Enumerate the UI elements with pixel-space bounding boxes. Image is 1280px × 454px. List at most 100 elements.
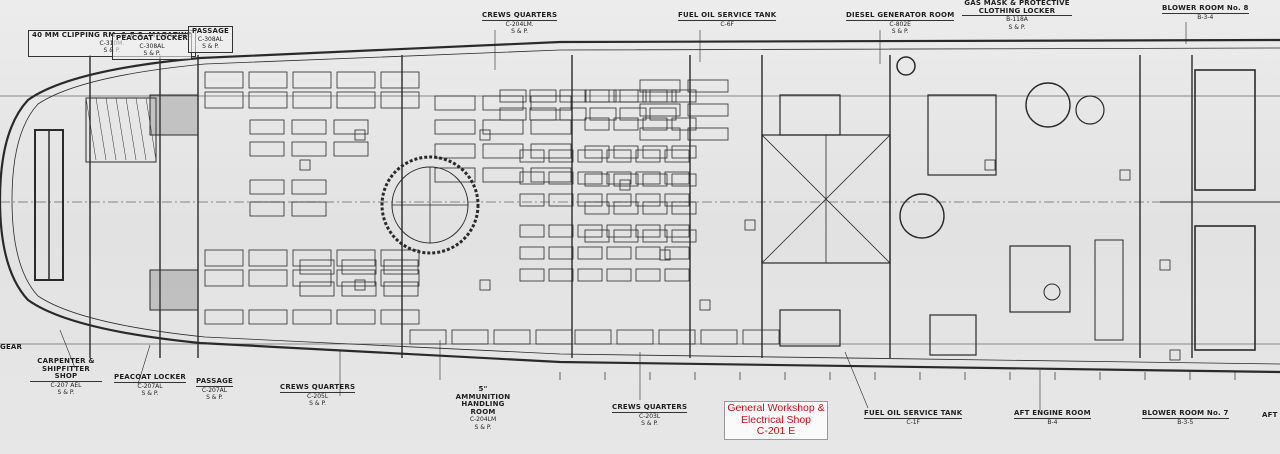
fixture: [479, 129, 491, 141]
berth: [613, 173, 639, 187]
locker-block-top: [149, 94, 199, 136]
label-code: C-203L: [639, 412, 661, 420]
leader-line: [137, 344, 151, 385]
berth: [584, 229, 610, 243]
berth: [642, 117, 668, 131]
berth: [606, 268, 632, 282]
label-crews-quarters-mid: CREWS QUARTERS C-205L S & P.: [280, 383, 356, 408]
berth: [642, 89, 668, 103]
label-sub: S & P.: [1008, 23, 1026, 31]
berth: [616, 329, 654, 345]
label-code: C-204LM.: [505, 20, 534, 28]
berth: [204, 71, 244, 89]
label-title: BLOWER ROOM No. 8: [1162, 4, 1249, 14]
berth: [292, 249, 332, 267]
label-passage-bottom: PASSAGE C-207AL S & P.: [196, 377, 234, 402]
berth: [687, 79, 729, 93]
berth: [584, 201, 610, 215]
label-crews-quarters-top: CREWS QUARTERS C-204LM. S & P.: [482, 11, 558, 36]
berth: [613, 201, 639, 215]
berth: [635, 246, 661, 260]
berth: [434, 143, 476, 159]
label-code: C-6F: [720, 20, 734, 28]
berth: [291, 119, 327, 135]
berth: [548, 171, 574, 185]
berth: [519, 149, 545, 163]
label-code: C-205L: [307, 392, 329, 400]
hull-outline: [0, 38, 1280, 374]
label-sub: S & P.: [143, 50, 161, 57]
berth: [333, 141, 369, 157]
reduction-gear-circle: [899, 193, 945, 239]
berth: [333, 119, 369, 135]
label-diesel-generator: DIESEL GENERATOR ROOM C-802E S & P.: [846, 11, 955, 36]
label-code: C-308AL: [139, 42, 165, 50]
berth: [248, 249, 288, 267]
label-carpenter-shop: CARPENTER & SHIPFITTER SHOP C-207 AEL S …: [30, 357, 102, 397]
label-sub: S & P.: [57, 389, 75, 396]
label-fuel-oil-service-top: FUEL OIL SERVICE TANK C-6F: [678, 11, 777, 28]
berth: [613, 145, 639, 159]
berth: [635, 149, 661, 163]
berth: [519, 171, 545, 185]
turbine-circle: [1075, 95, 1105, 125]
berth: [299, 281, 335, 297]
berth: [482, 167, 524, 183]
engine-frame: [927, 94, 997, 176]
fixture: [984, 159, 996, 171]
label-sub: S & P.: [891, 28, 909, 35]
berth: [292, 71, 332, 89]
label-sub: S & P.: [202, 43, 219, 50]
berth: [577, 224, 603, 238]
berth: [383, 259, 419, 275]
berth: [383, 281, 419, 297]
label-aft-edge: AFT: [1262, 411, 1278, 420]
caption-line-3: C-201 E: [756, 425, 796, 437]
berth: [606, 224, 632, 238]
berth: [548, 224, 574, 238]
label-gear: GEAR: [0, 343, 23, 352]
berth: [204, 91, 244, 109]
berth: [635, 268, 661, 282]
label-title: GEAR: [0, 343, 23, 351]
berth: [380, 71, 420, 89]
berth: [664, 149, 690, 163]
berth: [530, 95, 572, 111]
label-sub: S & P.: [141, 390, 159, 397]
berth: [434, 95, 476, 111]
label-title: PASSAGE: [192, 27, 230, 35]
berth: [380, 309, 420, 325]
valve-circle: [1043, 283, 1061, 301]
berth: [642, 201, 668, 215]
berth: [336, 309, 376, 325]
label-blower-room-7: BLOWER ROOM No. 7 B-3-5: [1142, 409, 1229, 426]
berth: [584, 145, 610, 159]
berth: [248, 309, 288, 325]
berth: [248, 269, 288, 287]
berth: [649, 107, 677, 121]
berth: [664, 246, 690, 260]
berth: [606, 171, 632, 185]
fixture: [354, 279, 366, 291]
berth: [529, 107, 557, 121]
berth: [519, 224, 545, 238]
leader-line: [844, 351, 869, 409]
berth: [548, 246, 574, 260]
label-title: BLOWER ROOM No. 7: [1142, 409, 1229, 419]
berth: [249, 141, 285, 157]
berth: [664, 171, 690, 185]
label-code: C-310M.: [32, 40, 192, 48]
label-sub: S & P.: [103, 47, 121, 54]
berth: [434, 119, 476, 135]
label-title: AFT ENGINE ROOM: [1014, 409, 1091, 419]
berth: [292, 91, 332, 109]
label-gas-mask: GAS MASK & PROTECTIVE CLOTHING LOCKER B-…: [962, 0, 1072, 31]
fixture: [1169, 349, 1181, 361]
locker-block-bottom: [149, 269, 199, 311]
berth: [292, 309, 332, 325]
caption-line-1: General Workshop &: [727, 402, 825, 414]
label-code: C-802E: [889, 20, 911, 28]
label-title: CREWS QUARTERS: [482, 11, 558, 21]
berth: [529, 89, 557, 103]
berth: [535, 329, 573, 345]
